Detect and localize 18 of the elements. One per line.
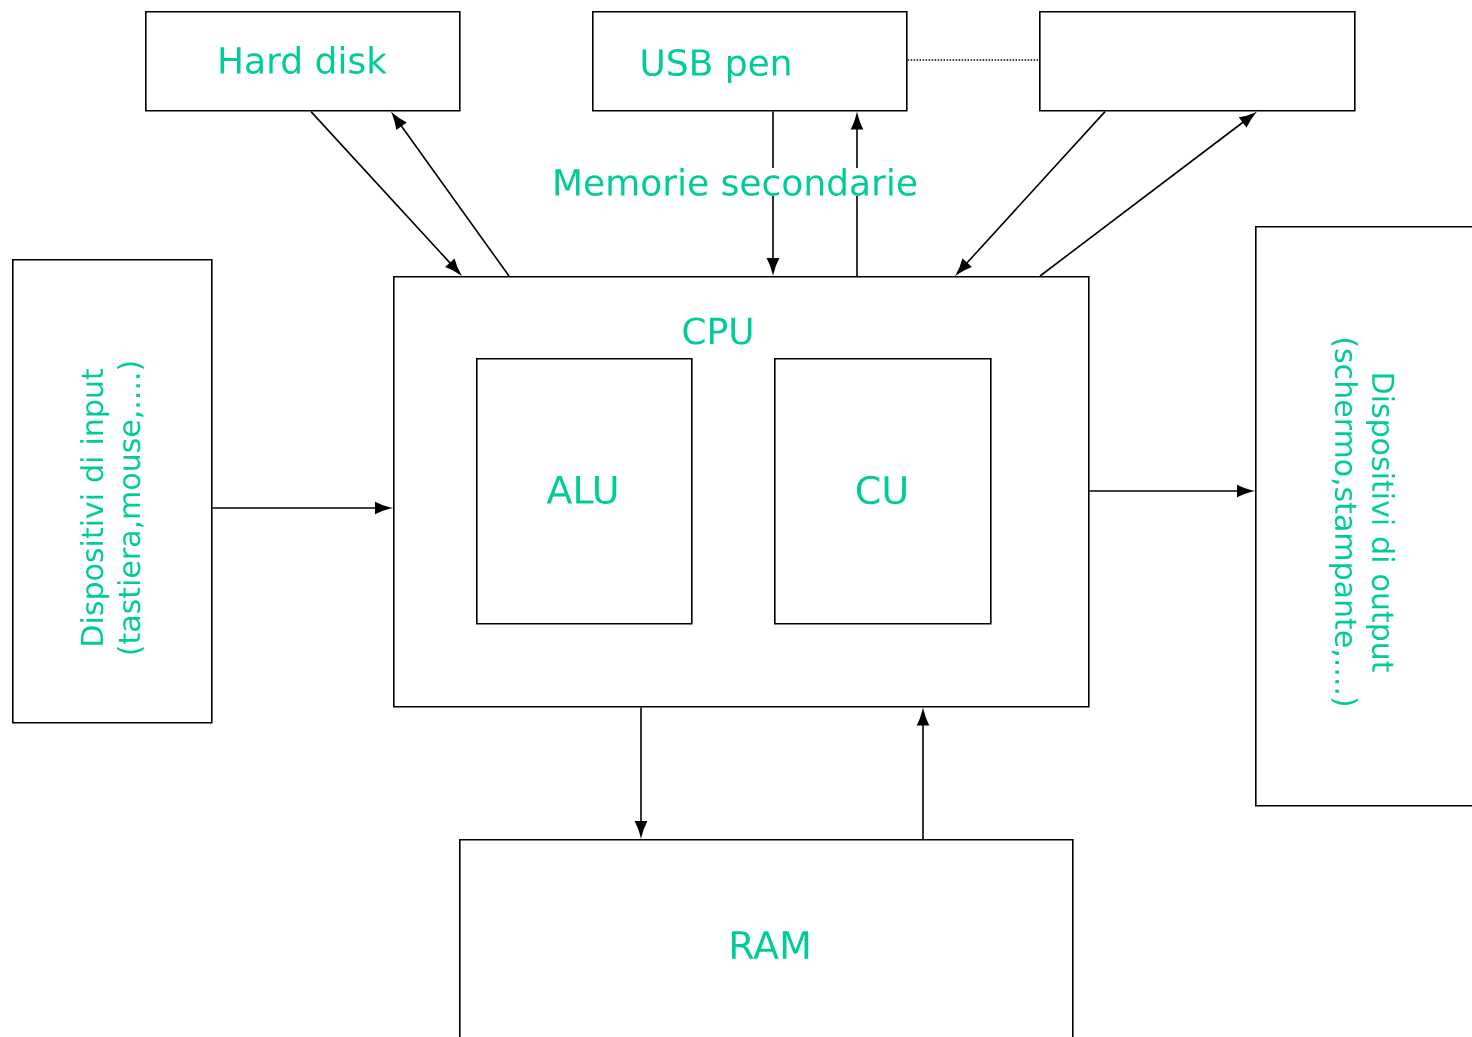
arrow xyxy=(956,110,1106,275)
arrow xyxy=(310,110,461,275)
arrow xyxy=(917,710,929,840)
arrow xyxy=(211,502,391,514)
process-box: ALU xyxy=(476,358,693,625)
device-box: Dispositivi di input (tastiera,mouse,....) xyxy=(12,259,213,724)
device-box: Dispositivi di output (schermo,stampante,....) xyxy=(1255,226,1472,807)
connector-line xyxy=(906,59,1040,61)
process-box: CU xyxy=(774,358,992,625)
arrow xyxy=(1039,112,1256,277)
arrow xyxy=(392,113,510,277)
process-box: RAM xyxy=(459,839,1074,1037)
process-box: USB pen xyxy=(592,11,908,112)
process-box: Hard disk xyxy=(145,11,461,112)
arrow xyxy=(635,706,647,837)
arrow xyxy=(1088,485,1253,497)
section-label: Memorie secondarie xyxy=(549,168,921,196)
empty-box xyxy=(1039,11,1356,112)
